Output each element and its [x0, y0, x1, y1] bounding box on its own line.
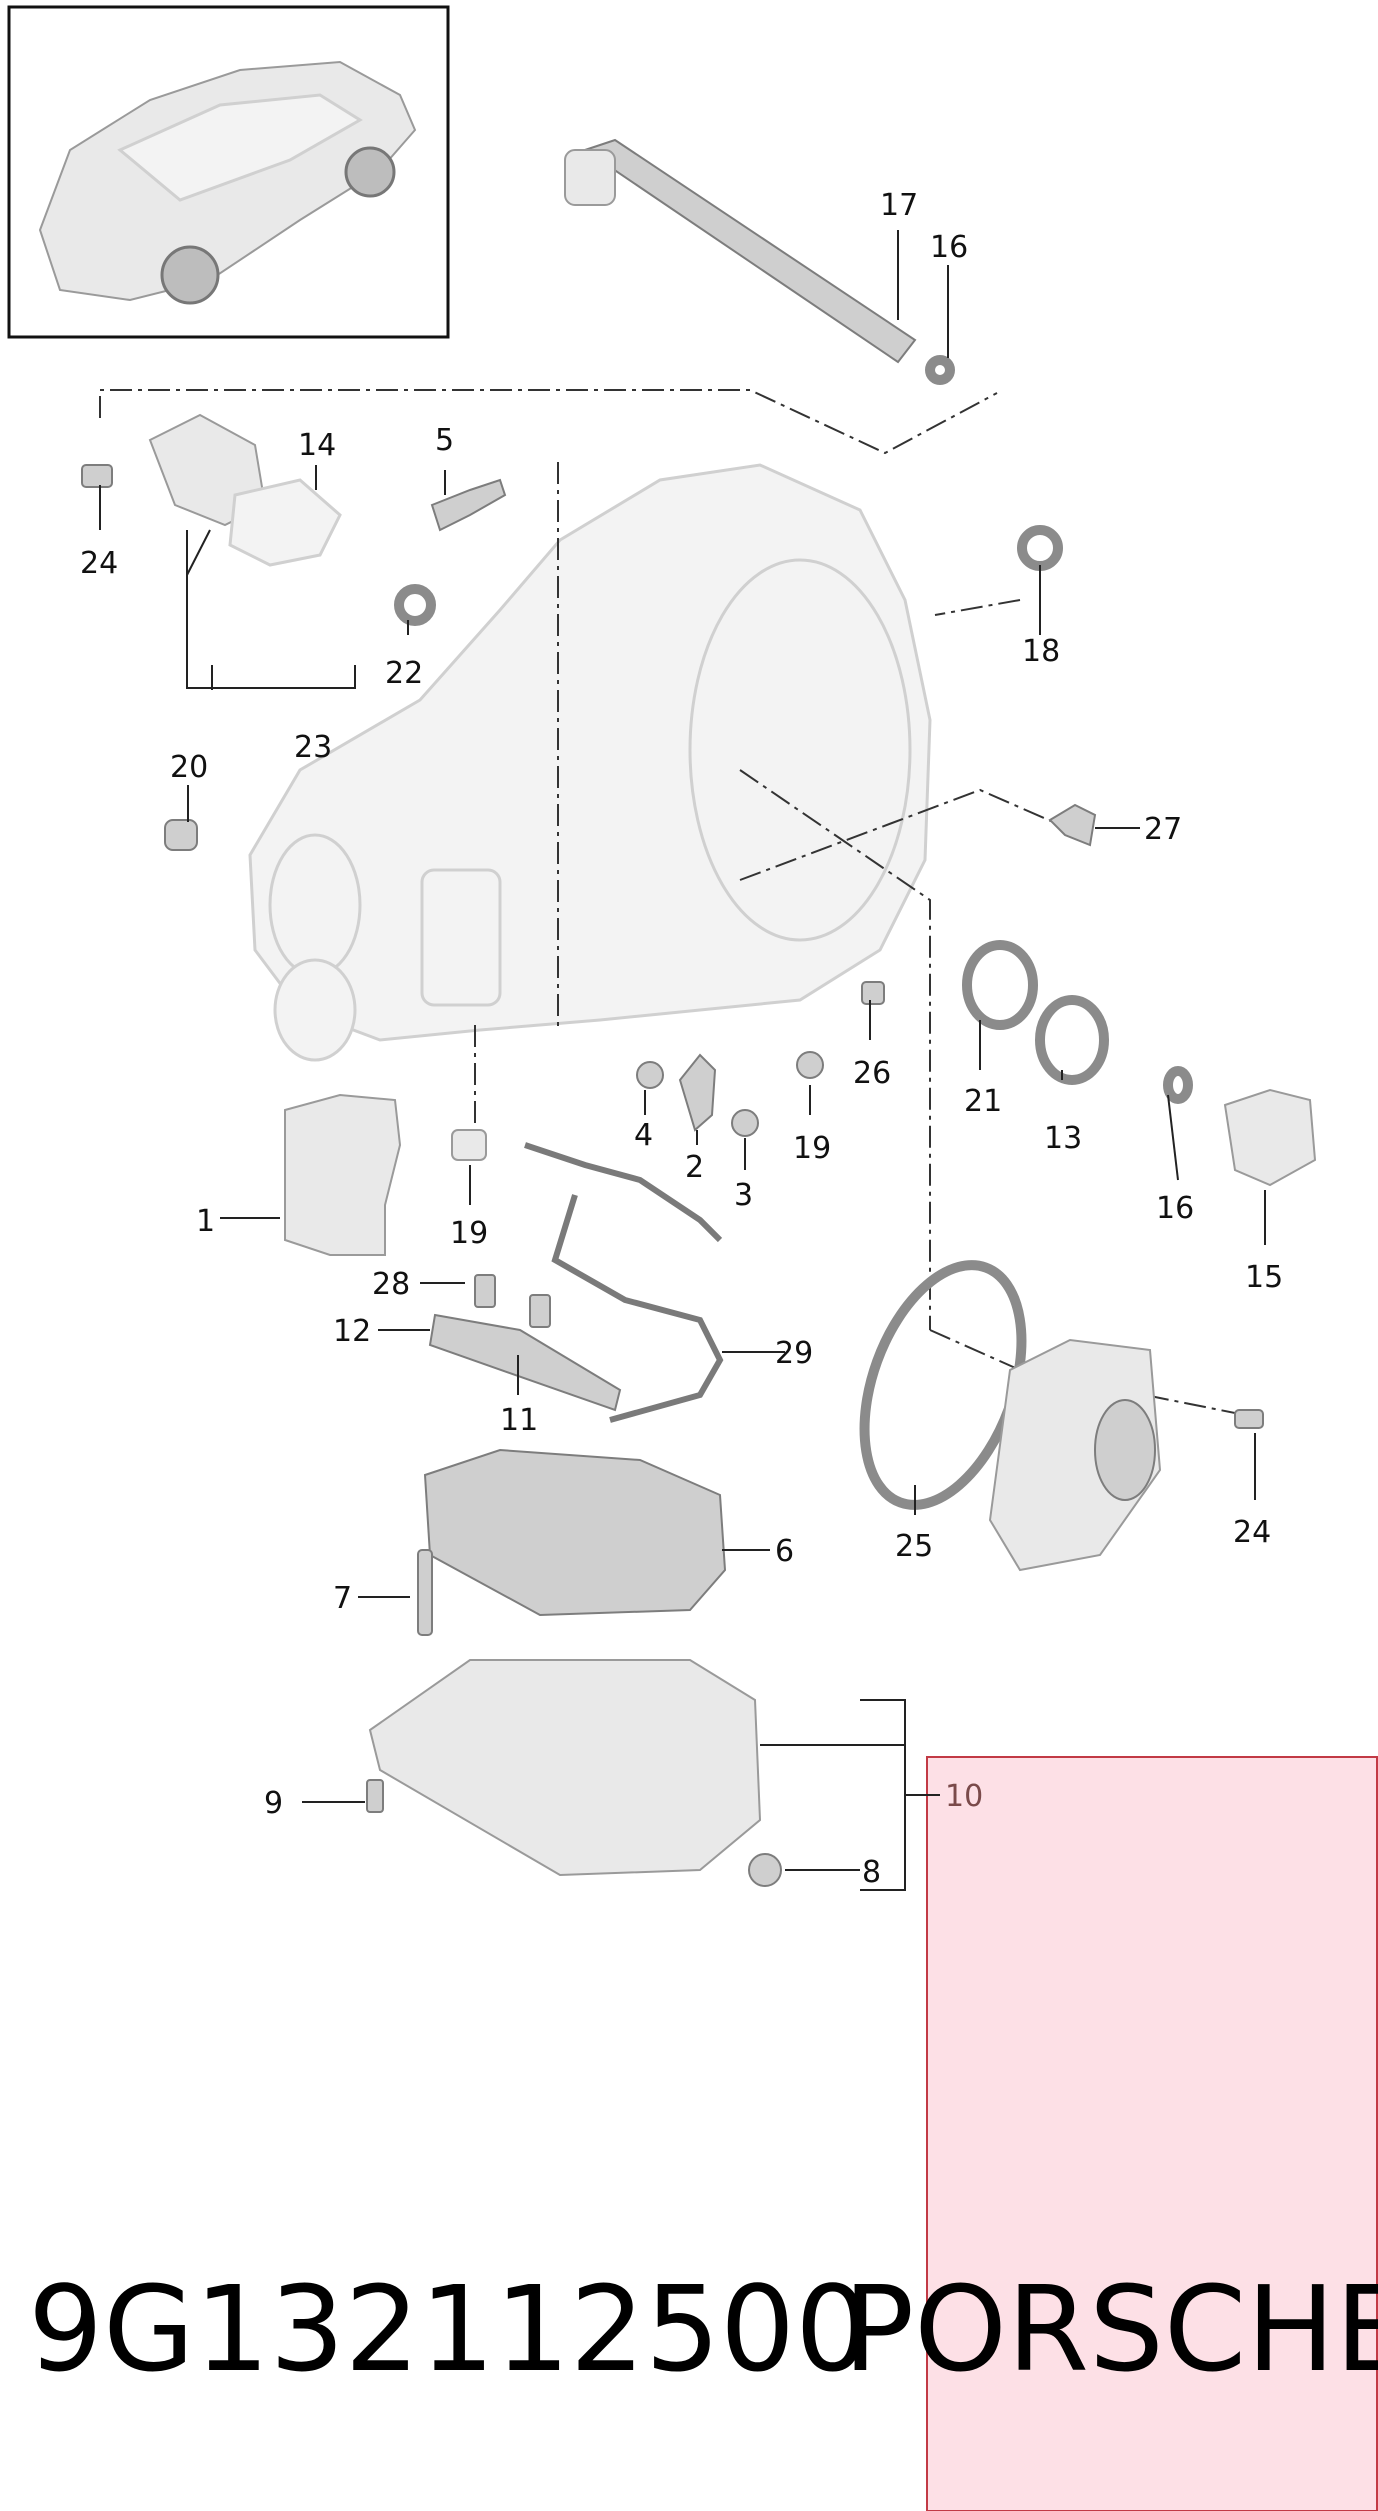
callout-20: 20	[170, 750, 208, 785]
transmission-housing	[248, 463, 932, 1062]
callout-19-lower: 19	[450, 1216, 488, 1251]
part-shapes	[81, 138, 1317, 1887]
callout-11: 11	[500, 1403, 538, 1438]
part-number: 9G132112500	[28, 2260, 870, 2398]
callout-3: 3	[734, 1178, 753, 1213]
callout-26: 26	[853, 1056, 891, 1091]
callout-17: 17	[880, 188, 918, 223]
callout-19-upper: 19	[793, 1131, 831, 1166]
callout-7: 7	[333, 1581, 352, 1616]
callout-6: 6	[775, 1534, 794, 1569]
highlight-region	[926, 1756, 1378, 2511]
vehicle-inset	[7, 5, 450, 339]
leader-lines	[99, 230, 1266, 1891]
callout-16-top: 16	[930, 230, 968, 265]
callout-18: 18	[1022, 634, 1060, 669]
callout-labels: 1 2 3 4 5 6 7 8 9 10 11 12 13 14 15 16 1…	[80, 188, 1283, 1890]
callout-22: 22	[385, 656, 423, 691]
callout-12: 12	[333, 1314, 371, 1349]
callout-24-right: 24	[1233, 1515, 1271, 1550]
callout-25: 25	[895, 1529, 933, 1564]
callout-23: 23	[294, 730, 332, 765]
callout-8: 8	[862, 1855, 881, 1890]
callout-9: 9	[264, 1786, 283, 1821]
callout-13: 13	[1044, 1121, 1082, 1156]
callout-4: 4	[634, 1118, 653, 1153]
callout-10: 10	[945, 1779, 983, 1814]
callout-28: 28	[372, 1267, 410, 1302]
callout-29: 29	[775, 1336, 813, 1371]
assembly-lines	[99, 389, 1246, 1416]
brand-name: PORSCHE	[843, 2260, 1378, 2398]
callout-21: 21	[964, 1084, 1002, 1119]
callout-15: 15	[1245, 1260, 1283, 1295]
callout-16-right: 16	[1156, 1191, 1194, 1226]
callout-1: 1	[196, 1204, 215, 1239]
callout-14: 14	[298, 428, 336, 463]
callout-27: 27	[1144, 812, 1182, 847]
callout-24-left: 24	[80, 546, 118, 581]
callout-5: 5	[435, 423, 454, 458]
callout-2: 2	[685, 1150, 704, 1185]
